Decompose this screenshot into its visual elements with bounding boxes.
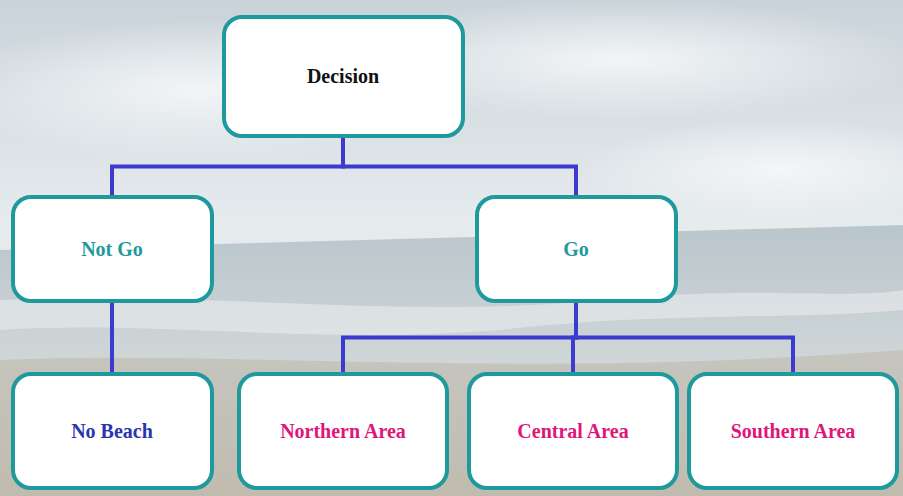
node-label: Central Area	[517, 420, 628, 443]
area-box: Southern Area	[687, 372, 899, 490]
tree-connector	[110, 303, 114, 372]
node-label: Southern Area	[731, 420, 856, 443]
tree-connector	[343, 138, 576, 195]
node-label: Go	[563, 238, 589, 261]
node-label: Not Go	[81, 238, 143, 261]
node-label: Decision	[307, 65, 379, 88]
decision-box: Decision	[222, 15, 465, 138]
tree-connector	[343, 303, 576, 372]
tree-connector	[112, 138, 343, 195]
node-label: No Beach	[71, 420, 153, 443]
tree-connector	[576, 303, 793, 372]
choice-box: Not Go	[11, 195, 214, 303]
choice-box: Go	[475, 195, 678, 303]
node-label: Northern Area	[280, 420, 406, 443]
area-box: Central Area	[467, 372, 679, 490]
area-box: Northern Area	[237, 372, 449, 490]
outcome-box: No Beach	[11, 372, 214, 490]
